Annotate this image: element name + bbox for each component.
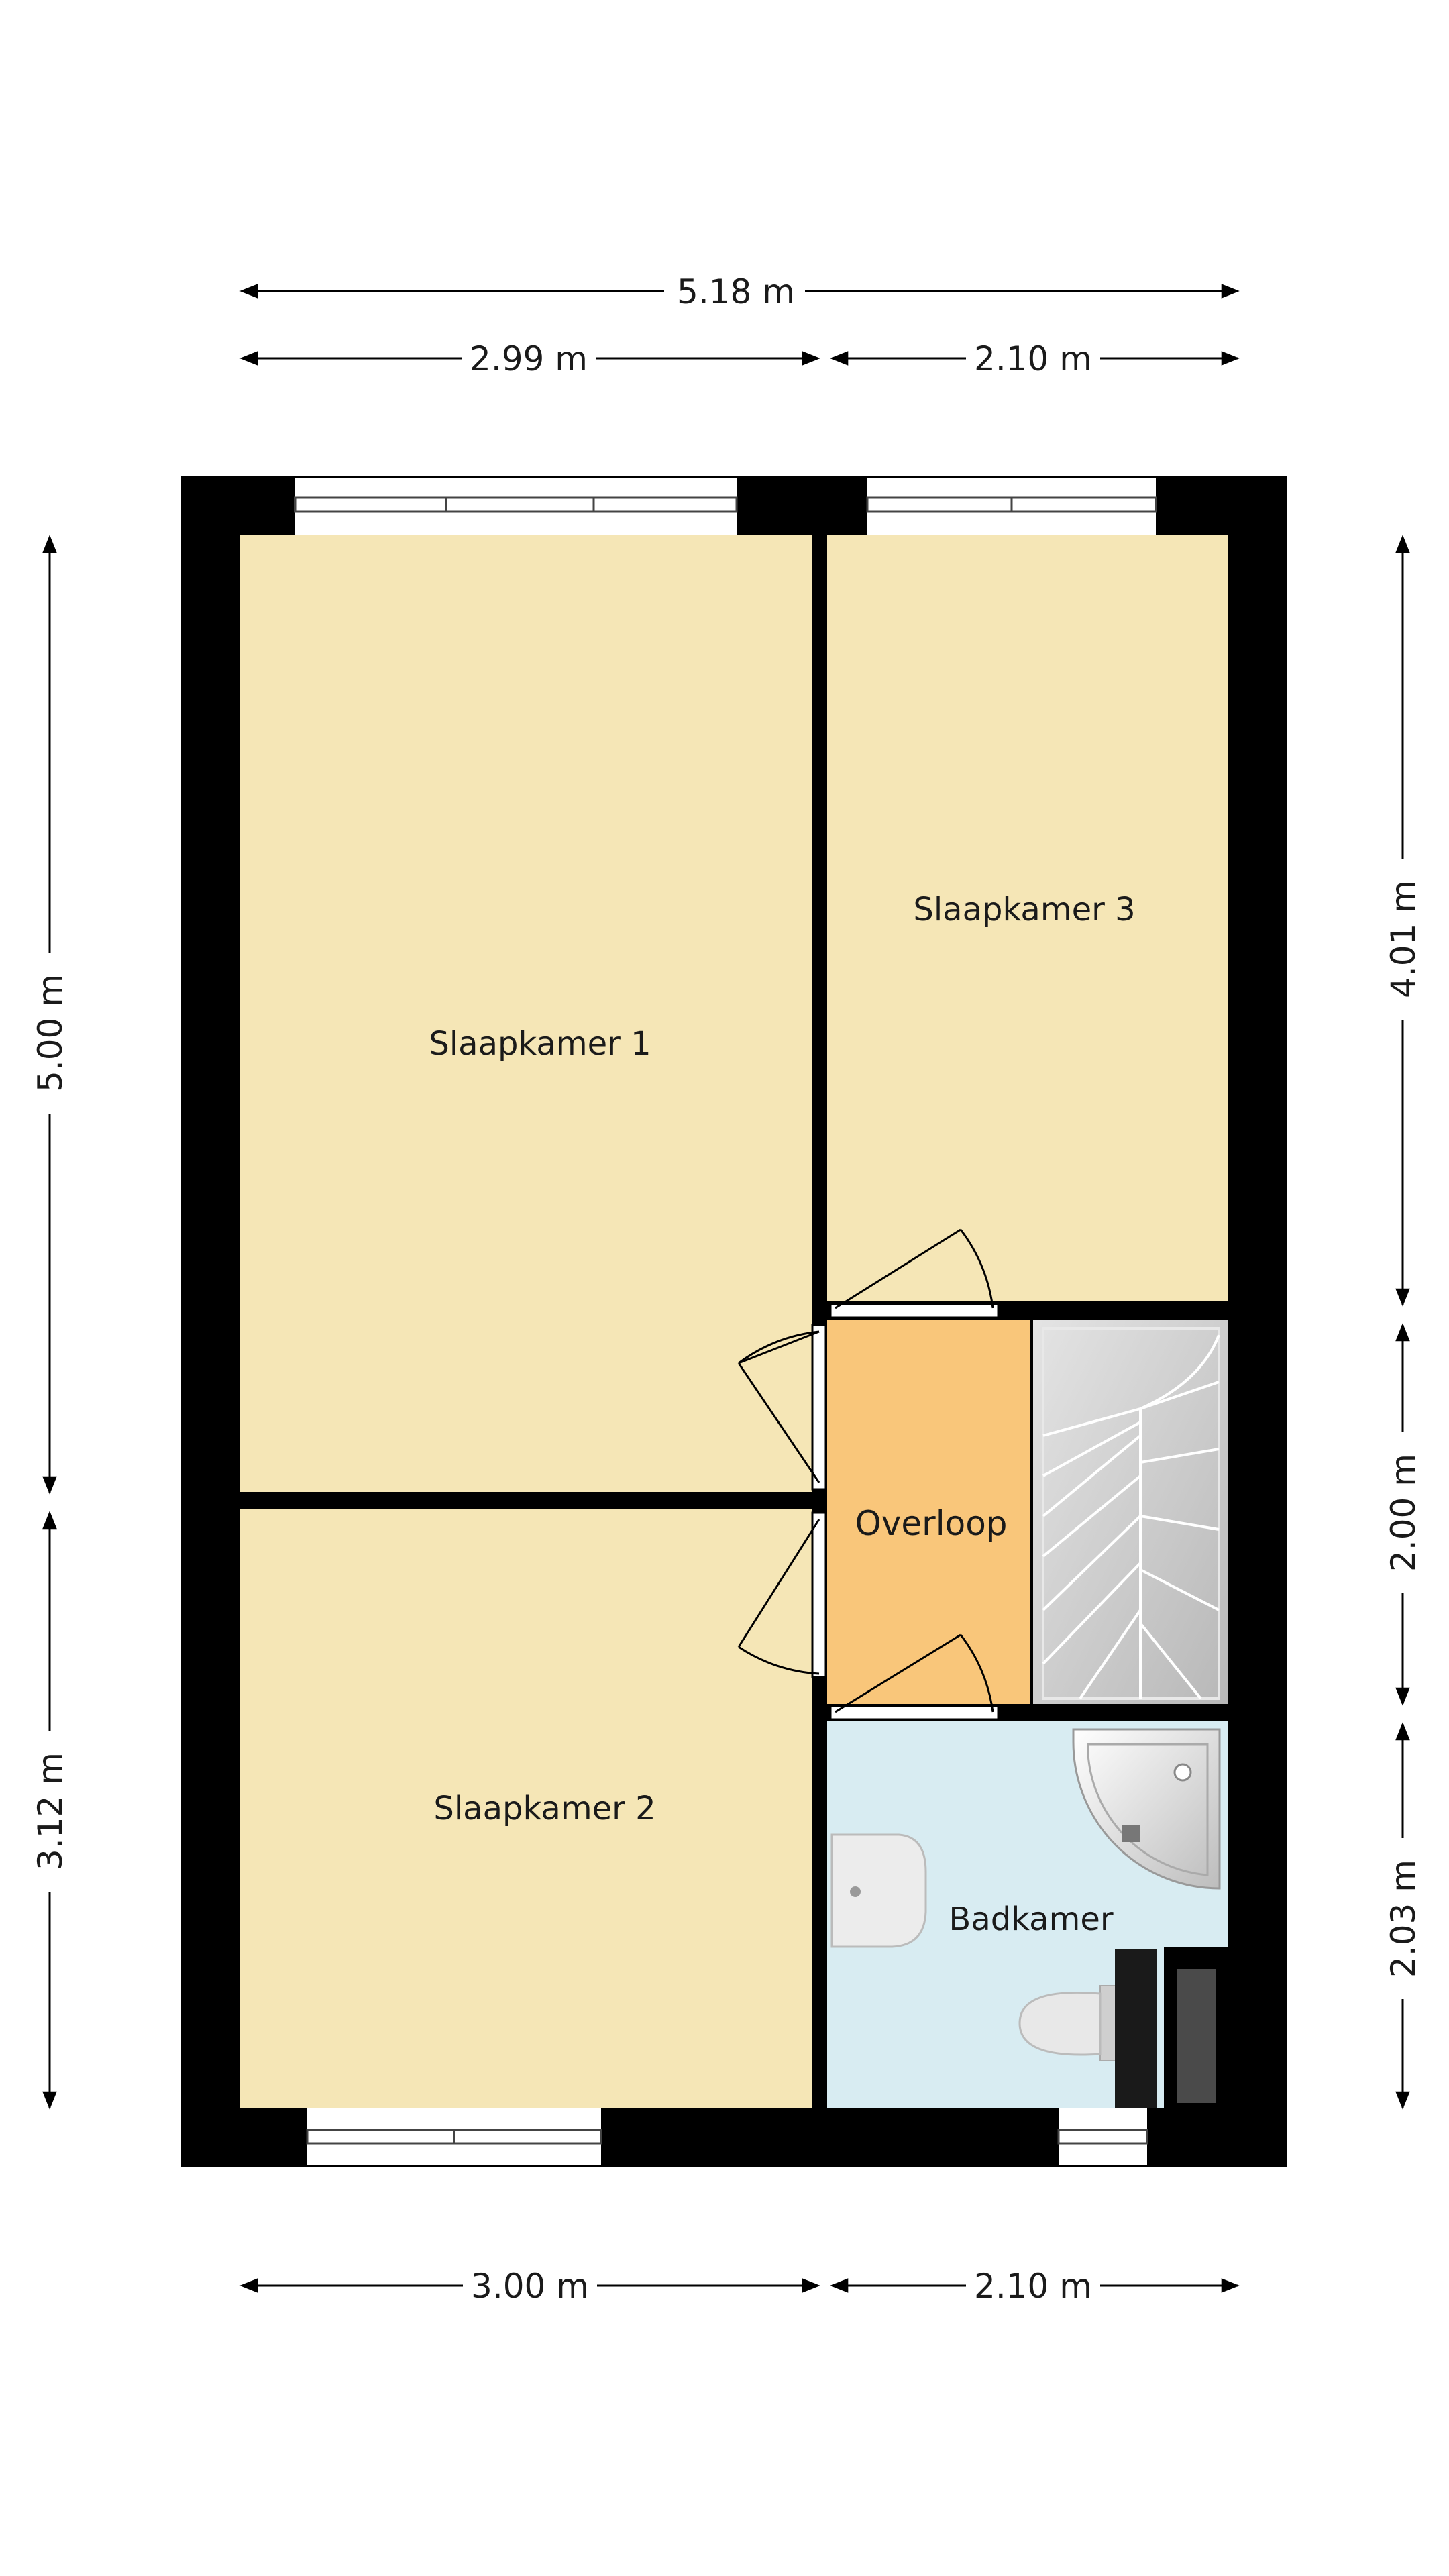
door-slaapkamer-1 — [737, 1324, 827, 1491]
staircase — [1042, 1327, 1220, 1700]
wall-interior — [1030, 1320, 1033, 1704]
room-slaapkamer-1 — [240, 535, 812, 1492]
dimension-label: 2.03 m — [1384, 1860, 1423, 1978]
toilet — [1018, 1985, 1121, 2061]
window-bottom-left — [306, 2108, 602, 2165]
dimension-top-right: 2.10 m — [830, 339, 1240, 378]
dimension-label: 5.18 m — [677, 272, 795, 311]
room-overloop — [827, 1320, 1030, 1704]
window-bottom-right — [1057, 2108, 1148, 2165]
door-badkamer — [829, 1633, 1000, 1721]
dimension-left-lower: 3.12 m — [31, 1511, 70, 2110]
room-slaapkamer-2 — [240, 1509, 812, 2108]
dimension-top-total: 5.18 m — [239, 272, 1240, 311]
window-top-left — [294, 478, 738, 535]
label-slaapkamer-3: Slaapkamer 3 — [913, 891, 1135, 928]
label-overloop: Overloop — [855, 1504, 1007, 1543]
label-badkamer: Badkamer — [949, 1900, 1113, 1938]
dimension-label: 3.00 m — [471, 2267, 589, 2306]
room-slaapkamer-3 — [827, 535, 1228, 1301]
label-slaapkamer-2: Slaapkamer 2 — [433, 1790, 655, 1827]
dimension-label: 2.00 m — [1384, 1454, 1423, 1572]
washbasin — [830, 1833, 927, 1948]
shower — [1072, 1728, 1221, 1890]
dimension-label: 5.00 m — [31, 974, 70, 1092]
dimension-bottom-left: 3.00 m — [239, 2267, 820, 2306]
dimension-label: 2.99 m — [470, 339, 588, 378]
dimension-label: 2.10 m — [974, 339, 1092, 378]
dimension-right-middle: 2.00 m — [1384, 1323, 1423, 1706]
door-slaapkamer-3 — [829, 1228, 1000, 1319]
dimension-right-upper: 4.01 m — [1384, 535, 1423, 1307]
label-slaapkamer-1: Slaapkamer 1 — [429, 1025, 651, 1063]
bathroom-cabinet — [1115, 1947, 1228, 2108]
dimension-bottom-right: 2.10 m — [830, 2267, 1240, 2306]
dimension-label: 3.12 m — [31, 1752, 70, 1870]
dimension-label: 4.01 m — [1384, 880, 1423, 998]
window-top-right — [866, 478, 1157, 535]
dimension-right-lower: 2.03 m — [1384, 1722, 1423, 2110]
door-slaapkamer-2 — [737, 1511, 827, 1678]
wall-interior — [812, 535, 827, 2108]
dimension-top-left: 2.99 m — [239, 339, 820, 378]
dimension-label: 2.10 m — [974, 2267, 1092, 2306]
wall-interior — [240, 1492, 812, 1509]
dimension-left-upper: 5.00 m — [31, 535, 70, 1495]
